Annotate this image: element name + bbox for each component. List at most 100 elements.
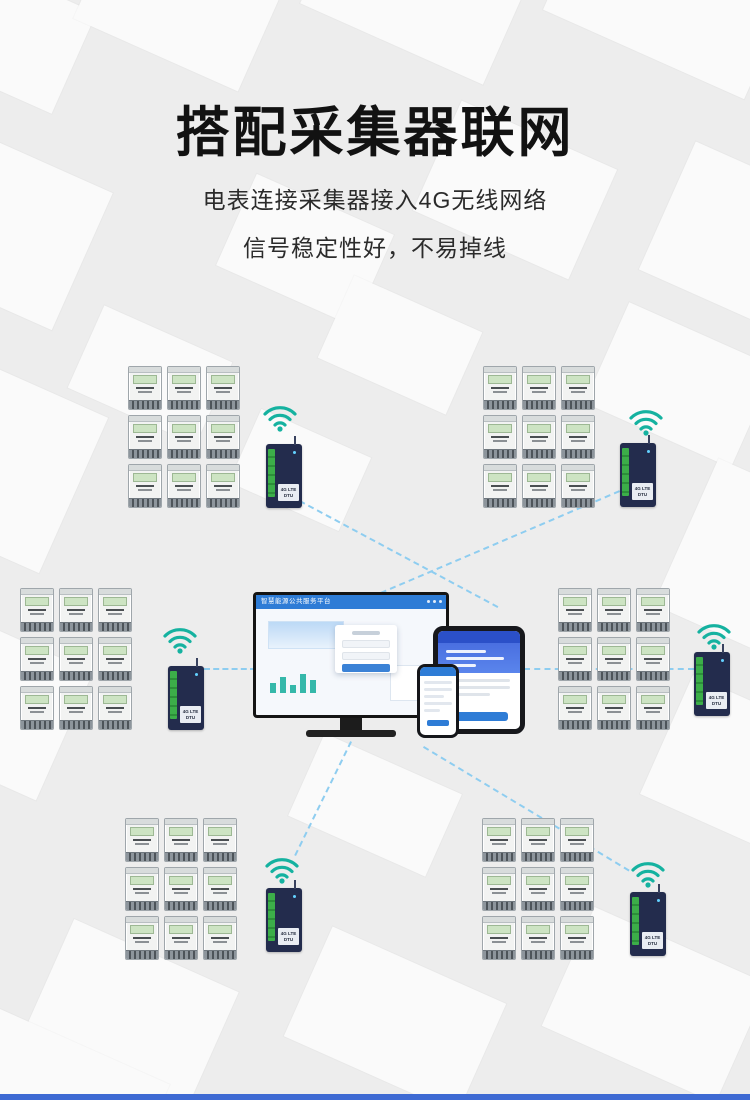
meter-icon <box>636 686 670 730</box>
meter-label-line <box>211 937 229 939</box>
meter-icon <box>20 588 54 632</box>
phone-app-header <box>420 667 456 676</box>
meter-lcd-display <box>133 375 157 384</box>
meter-label-line <box>529 888 547 890</box>
meter-lcd-display <box>25 695 49 704</box>
meter-lcd-display <box>563 646 587 655</box>
meter-top-cover <box>562 416 594 422</box>
connection-line <box>204 668 256 670</box>
meter-label-line <box>216 391 230 393</box>
meter-label-line <box>213 941 227 943</box>
meter-terminal-block <box>522 901 554 910</box>
meter-terminal-block <box>129 400 161 409</box>
meter-label-line <box>133 888 151 890</box>
dtu-terminal-strip <box>696 657 703 705</box>
meter-top-cover <box>598 687 630 693</box>
meter-top-cover <box>483 819 515 825</box>
meter-top-cover <box>204 917 236 923</box>
meter-terminal-block <box>165 852 197 861</box>
meter-label-line <box>568 937 586 939</box>
meter-lcd-display <box>64 695 88 704</box>
meter-label-line <box>175 387 193 389</box>
meter-top-cover <box>21 638 53 644</box>
meter-lcd-display <box>488 424 512 433</box>
meter-terminal-block <box>21 720 53 729</box>
meter-icon <box>482 818 516 862</box>
dtu-antenna <box>196 658 198 667</box>
meter-terminal-block <box>99 720 131 729</box>
meter-lcd-display <box>169 876 193 885</box>
meter-lcd-display <box>487 876 511 885</box>
meter-lcd-display <box>130 876 154 885</box>
meter-top-cover <box>561 917 593 923</box>
meter-label-line <box>106 658 124 660</box>
meter-terminal-block <box>559 622 591 631</box>
meter-top-cover <box>561 819 593 825</box>
meter-terminal-block <box>129 449 161 458</box>
dtu-device: 4G LTE DTU <box>266 880 302 952</box>
meter-label-line <box>566 658 584 660</box>
dtu-antenna <box>294 436 296 445</box>
platform-title: 智慧能源公共服务平台 <box>261 598 331 605</box>
meter-label-line <box>214 485 232 487</box>
meter-lcd-display <box>25 646 49 655</box>
dtu-label-panel: 4G LTE DTU <box>180 706 201 723</box>
meter-label-line <box>133 937 151 939</box>
dtu-status-led <box>195 673 198 676</box>
meter-label-line <box>28 609 46 611</box>
meter-label-line <box>569 387 587 389</box>
meter-lcd-display <box>527 424 551 433</box>
meter-top-cover <box>637 589 669 595</box>
meter-label-line <box>491 387 509 389</box>
meter-top-cover <box>129 367 161 373</box>
meter-terminal-block <box>523 449 555 458</box>
meter-icon <box>521 867 555 911</box>
collector-unit: 4G LTE DTU <box>694 624 731 716</box>
dtu-antenna <box>722 644 724 653</box>
dtu-terminal-strip <box>268 449 275 497</box>
meter-top-cover <box>523 367 555 373</box>
meter-top-cover <box>562 465 594 471</box>
meter-icon <box>98 686 132 730</box>
meter-icon <box>167 366 201 410</box>
meter-lcd-display <box>64 646 88 655</box>
meter-terminal-block <box>165 901 197 910</box>
meter-label-line <box>135 941 149 943</box>
meter-lcd-display <box>172 473 196 482</box>
meter-label-line <box>106 609 124 611</box>
meter-label-line <box>177 489 191 491</box>
meter-label-line <box>531 941 545 943</box>
meter-label-line <box>493 391 507 393</box>
meter-icon <box>59 637 93 681</box>
meter-icon <box>125 818 159 862</box>
meter-label-line <box>135 843 149 845</box>
dtu-status-led <box>293 451 296 454</box>
dtu-label: 4G LTE DTU <box>182 709 199 720</box>
tablet-action-button <box>450 712 508 721</box>
meter-top-cover <box>204 868 236 874</box>
meter-label-line <box>529 937 547 939</box>
meter-icon <box>521 818 555 862</box>
meter-icon <box>206 464 240 508</box>
dtu-label: 4G LTE DTU <box>708 695 725 706</box>
meter-label-line <box>571 391 585 393</box>
meter-label-line <box>568 613 582 615</box>
meter-top-cover <box>523 465 555 471</box>
headline-block: 搭配采集器联网 电表连接采集器接入4G无线网络 信号稳定性好，不易掉线 <box>0 88 750 263</box>
meter-label-line <box>108 662 122 664</box>
meter-lcd-display <box>133 473 157 482</box>
bottom-accent-bar <box>0 1094 750 1100</box>
meter-terminal-block <box>126 950 158 959</box>
meter-label-line <box>529 839 547 841</box>
meter-label-line <box>493 440 507 442</box>
meter-top-cover <box>637 687 669 693</box>
meter-top-cover <box>60 687 92 693</box>
meter-label-line <box>213 843 227 845</box>
meter-icon <box>167 415 201 459</box>
meter-label-line <box>214 387 232 389</box>
wifi-signal-icon <box>631 862 665 888</box>
meter-label-line <box>491 485 509 487</box>
dtu-device: 4G LTE DTU <box>694 644 730 716</box>
meter-icon <box>125 916 159 960</box>
